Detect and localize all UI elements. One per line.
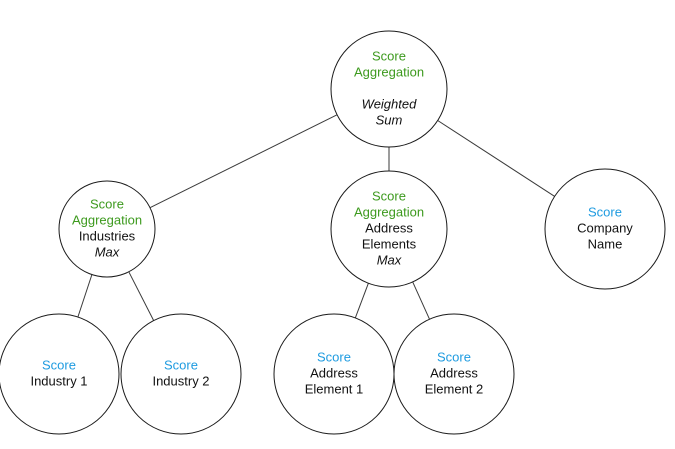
node-address1-line-2: Element 1 [305, 381, 364, 396]
node-root-line-0: Score [372, 48, 406, 63]
node-circle-industries [58, 180, 156, 278]
node-address2-line-0: Score [437, 349, 471, 364]
node-address-line-1: Aggregation [354, 204, 424, 219]
node-root-line-1: Aggregation [354, 64, 424, 79]
node-address1-line-0: Score [317, 349, 351, 364]
edge-root-to-industries [149, 114, 338, 209]
node-industry1-line-0: Score [42, 357, 76, 372]
node-circle-root [330, 30, 448, 148]
node-industry2-line-0: Score [164, 357, 198, 372]
node-circle-address [330, 170, 448, 288]
node-industry1-line-1: Industry 1 [30, 373, 87, 388]
node-address1-line-1: Address [310, 365, 358, 380]
node-company-line-0: Score [588, 204, 622, 219]
node-circle-industry1 [0, 313, 120, 435]
node-address-line-3: Elements [362, 236, 417, 251]
edge-address-to-address1 [354, 283, 369, 319]
node-company-line-1: Company [577, 220, 633, 235]
edge-root-to-company [437, 120, 555, 197]
node-industries-line-1: Aggregation [72, 212, 142, 227]
edge-industries-to-industry1 [77, 274, 93, 318]
node-industries-line-3: Max [95, 244, 120, 259]
nodes-layer: ScoreAggregationWeightedSumScoreAggregat… [0, 30, 666, 435]
edges-layer [77, 114, 555, 321]
node-circle-industry2 [120, 313, 242, 435]
node-industries-line-0: Score [90, 196, 124, 211]
node-industries-line-2: Industries [79, 228, 136, 243]
node-address-line-4: Max [377, 252, 402, 267]
node-circle-address2 [393, 313, 515, 435]
node-root-line-4: Sum [376, 112, 403, 127]
node-circle-company [544, 168, 666, 290]
node-address-line-2: Address [365, 220, 413, 235]
node-address2-line-2: Element 2 [425, 381, 484, 396]
edge-industries-to-industry2 [128, 271, 155, 321]
edge-address-to-address2 [412, 281, 430, 320]
node-root-line-3: Weighted [362, 96, 417, 111]
node-address2-line-1: Address [430, 365, 478, 380]
node-company-line-2: Name [588, 236, 623, 251]
node-address-line-0: Score [372, 188, 406, 203]
node-industry2-line-1: Industry 2 [152, 373, 209, 388]
